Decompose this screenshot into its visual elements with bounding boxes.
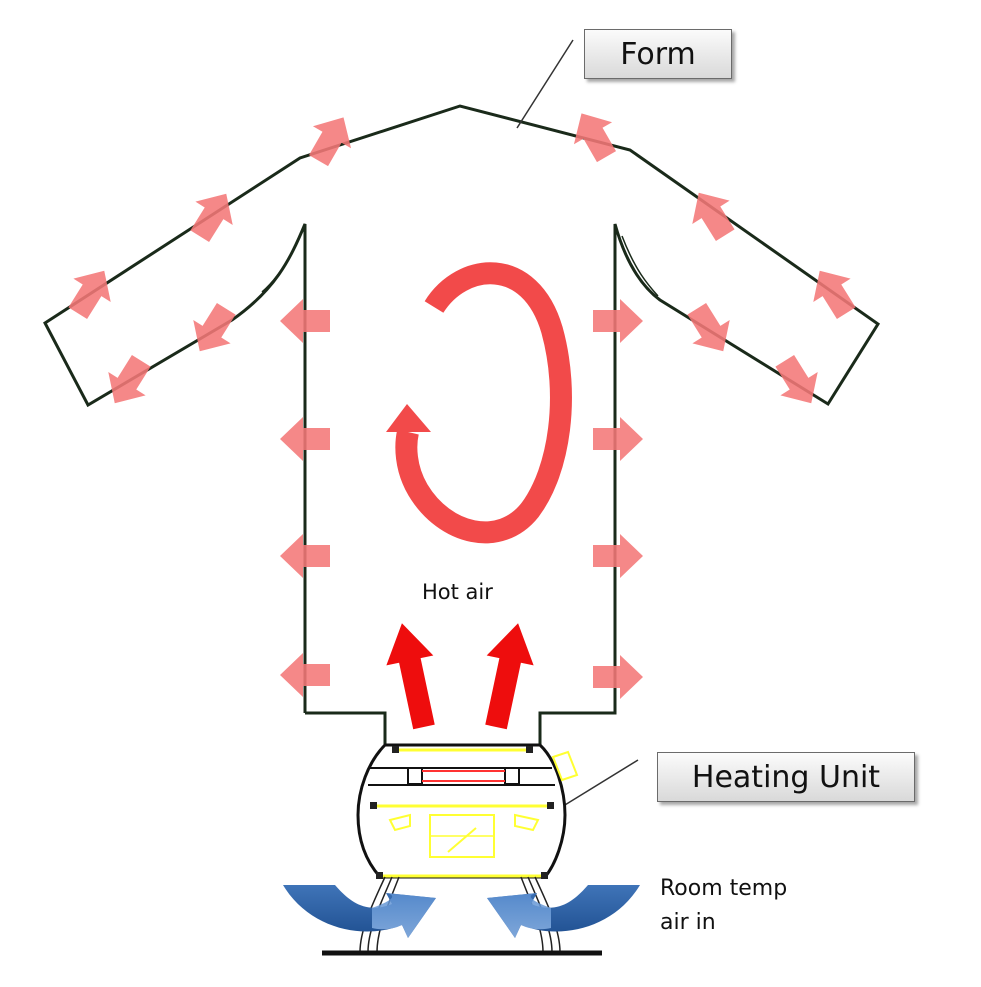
heater-bracket-right — [504, 767, 520, 785]
outflow-arrow — [687, 302, 730, 352]
outflow-arrow — [280, 534, 330, 578]
form-label: Form — [620, 36, 696, 72]
hot-air-arrow-right — [485, 623, 534, 730]
outflow-arrow — [308, 117, 352, 167]
heater-switch — [551, 750, 579, 782]
heating-unit — [356, 743, 579, 879]
heater-clip — [376, 872, 383, 879]
intake-arrow-left-inner — [372, 893, 436, 938]
heater-clip — [547, 802, 554, 809]
outflow-arrow — [775, 354, 818, 404]
outflow-arrow — [108, 354, 151, 404]
outflow-arrow — [280, 299, 330, 343]
left-sleeve-inner-line — [261, 235, 301, 293]
room-temp-label: Room temp — [660, 876, 788, 901]
heater-clip — [541, 872, 548, 879]
outflow-arrow — [573, 113, 617, 163]
hot-air-arrow-left — [386, 623, 435, 730]
garment-form-outline — [43, 104, 881, 745]
outflow-arrow — [593, 655, 643, 699]
intake-arrow-right-inner — [487, 893, 551, 938]
outflow-arrow — [190, 193, 233, 243]
outflow-arrow — [813, 270, 856, 320]
heating-unit-callout: Heating Unit — [657, 752, 915, 802]
circulation-loop-arrowhead — [386, 404, 431, 432]
circulation-loop-arrow — [395, 262, 572, 544]
outflow-arrow — [68, 270, 111, 320]
heater-bracket-left — [407, 767, 423, 785]
outflow-arrow — [593, 534, 643, 578]
heater-clip — [526, 746, 533, 753]
heater-fan-blade — [514, 813, 540, 832]
form-leader-line — [516, 39, 574, 129]
right-sleeve-inner-line — [621, 235, 659, 297]
outflow-arrow — [593, 417, 643, 461]
heater-clip — [370, 802, 377, 809]
hot-air-label: Hot air — [422, 580, 493, 604]
form-callout: Form — [584, 29, 732, 79]
heating-unit-leader-line — [559, 759, 639, 809]
heater-fan-blade — [388, 813, 411, 832]
outflow-arrow — [280, 653, 330, 697]
outflow-arrow — [692, 192, 735, 242]
outflow-arrow — [280, 417, 330, 461]
heater-clip — [392, 746, 399, 753]
heating-unit-label: Heating Unit — [691, 759, 881, 795]
outflow-arrow — [193, 302, 236, 352]
air-in-label: air in — [660, 910, 716, 935]
heater-fan-line — [447, 827, 477, 853]
outflow-arrow — [593, 299, 643, 343]
